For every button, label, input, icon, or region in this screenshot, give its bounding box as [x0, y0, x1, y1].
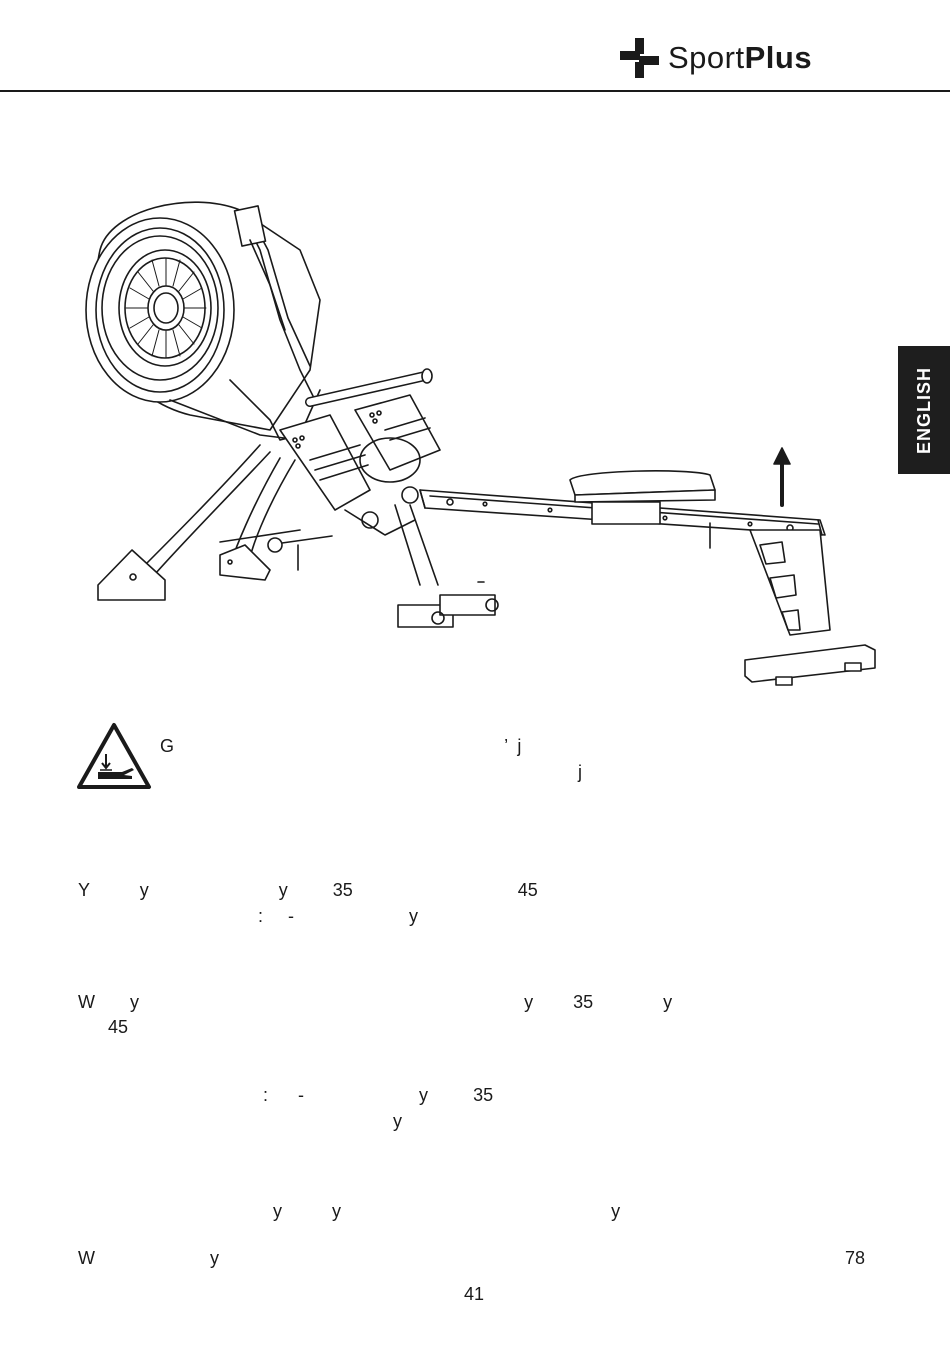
- paragraph-1-line-2: : - y: [78, 906, 419, 926]
- paragraph-3-line-1: : - y 35: [78, 1085, 494, 1105]
- locking-pin: [267, 535, 333, 571]
- page-number: 41: [464, 1284, 485, 1304]
- paragraph-3-line-2: y: [78, 1111, 403, 1131]
- warning-text-line-1: G ’ j: [160, 736, 522, 756]
- language-tab-label: ENGLISH: [913, 366, 934, 454]
- page-header: SportPlus: [0, 0, 950, 92]
- front-base: [394, 504, 499, 628]
- paragraph-5-line-1: W y: [78, 1248, 220, 1268]
- sportplus-cross-logo-icon: [620, 38, 659, 78]
- foot-rests: [279, 394, 441, 536]
- header-divider: [0, 90, 950, 92]
- front-legs: [97, 444, 301, 601]
- brand-logo: SportPlus: [618, 36, 812, 80]
- rear-support: [744, 529, 876, 686]
- language-tab: ENGLISH: [898, 346, 950, 474]
- paragraph-1-line-1: Y y y 35 45: [78, 880, 538, 900]
- fan-blades: [125, 257, 207, 359]
- warning-text-line-2: j: [578, 762, 582, 782]
- brand-name: SportPlus: [668, 38, 812, 78]
- brand-name-light: Sport: [668, 40, 745, 75]
- arrow-up-icon: [773, 447, 791, 507]
- console-arm: [233, 205, 316, 401]
- handle-bar: [305, 368, 433, 407]
- rowing-machine-illustration: [85, 201, 876, 686]
- flywheel-housing: [85, 201, 321, 441]
- hand-crush-warning-icon: [77, 723, 151, 789]
- seat: [569, 470, 716, 525]
- paragraph-2-line-1: W y y 35 y: [78, 992, 673, 1012]
- brand-name-bold: Plus: [744, 40, 813, 75]
- paragraph-5-value: 78: [845, 1248, 866, 1268]
- paragraph-4-line-1: y y y: [78, 1201, 621, 1221]
- paragraph-2-line-2: 45: [78, 1017, 129, 1037]
